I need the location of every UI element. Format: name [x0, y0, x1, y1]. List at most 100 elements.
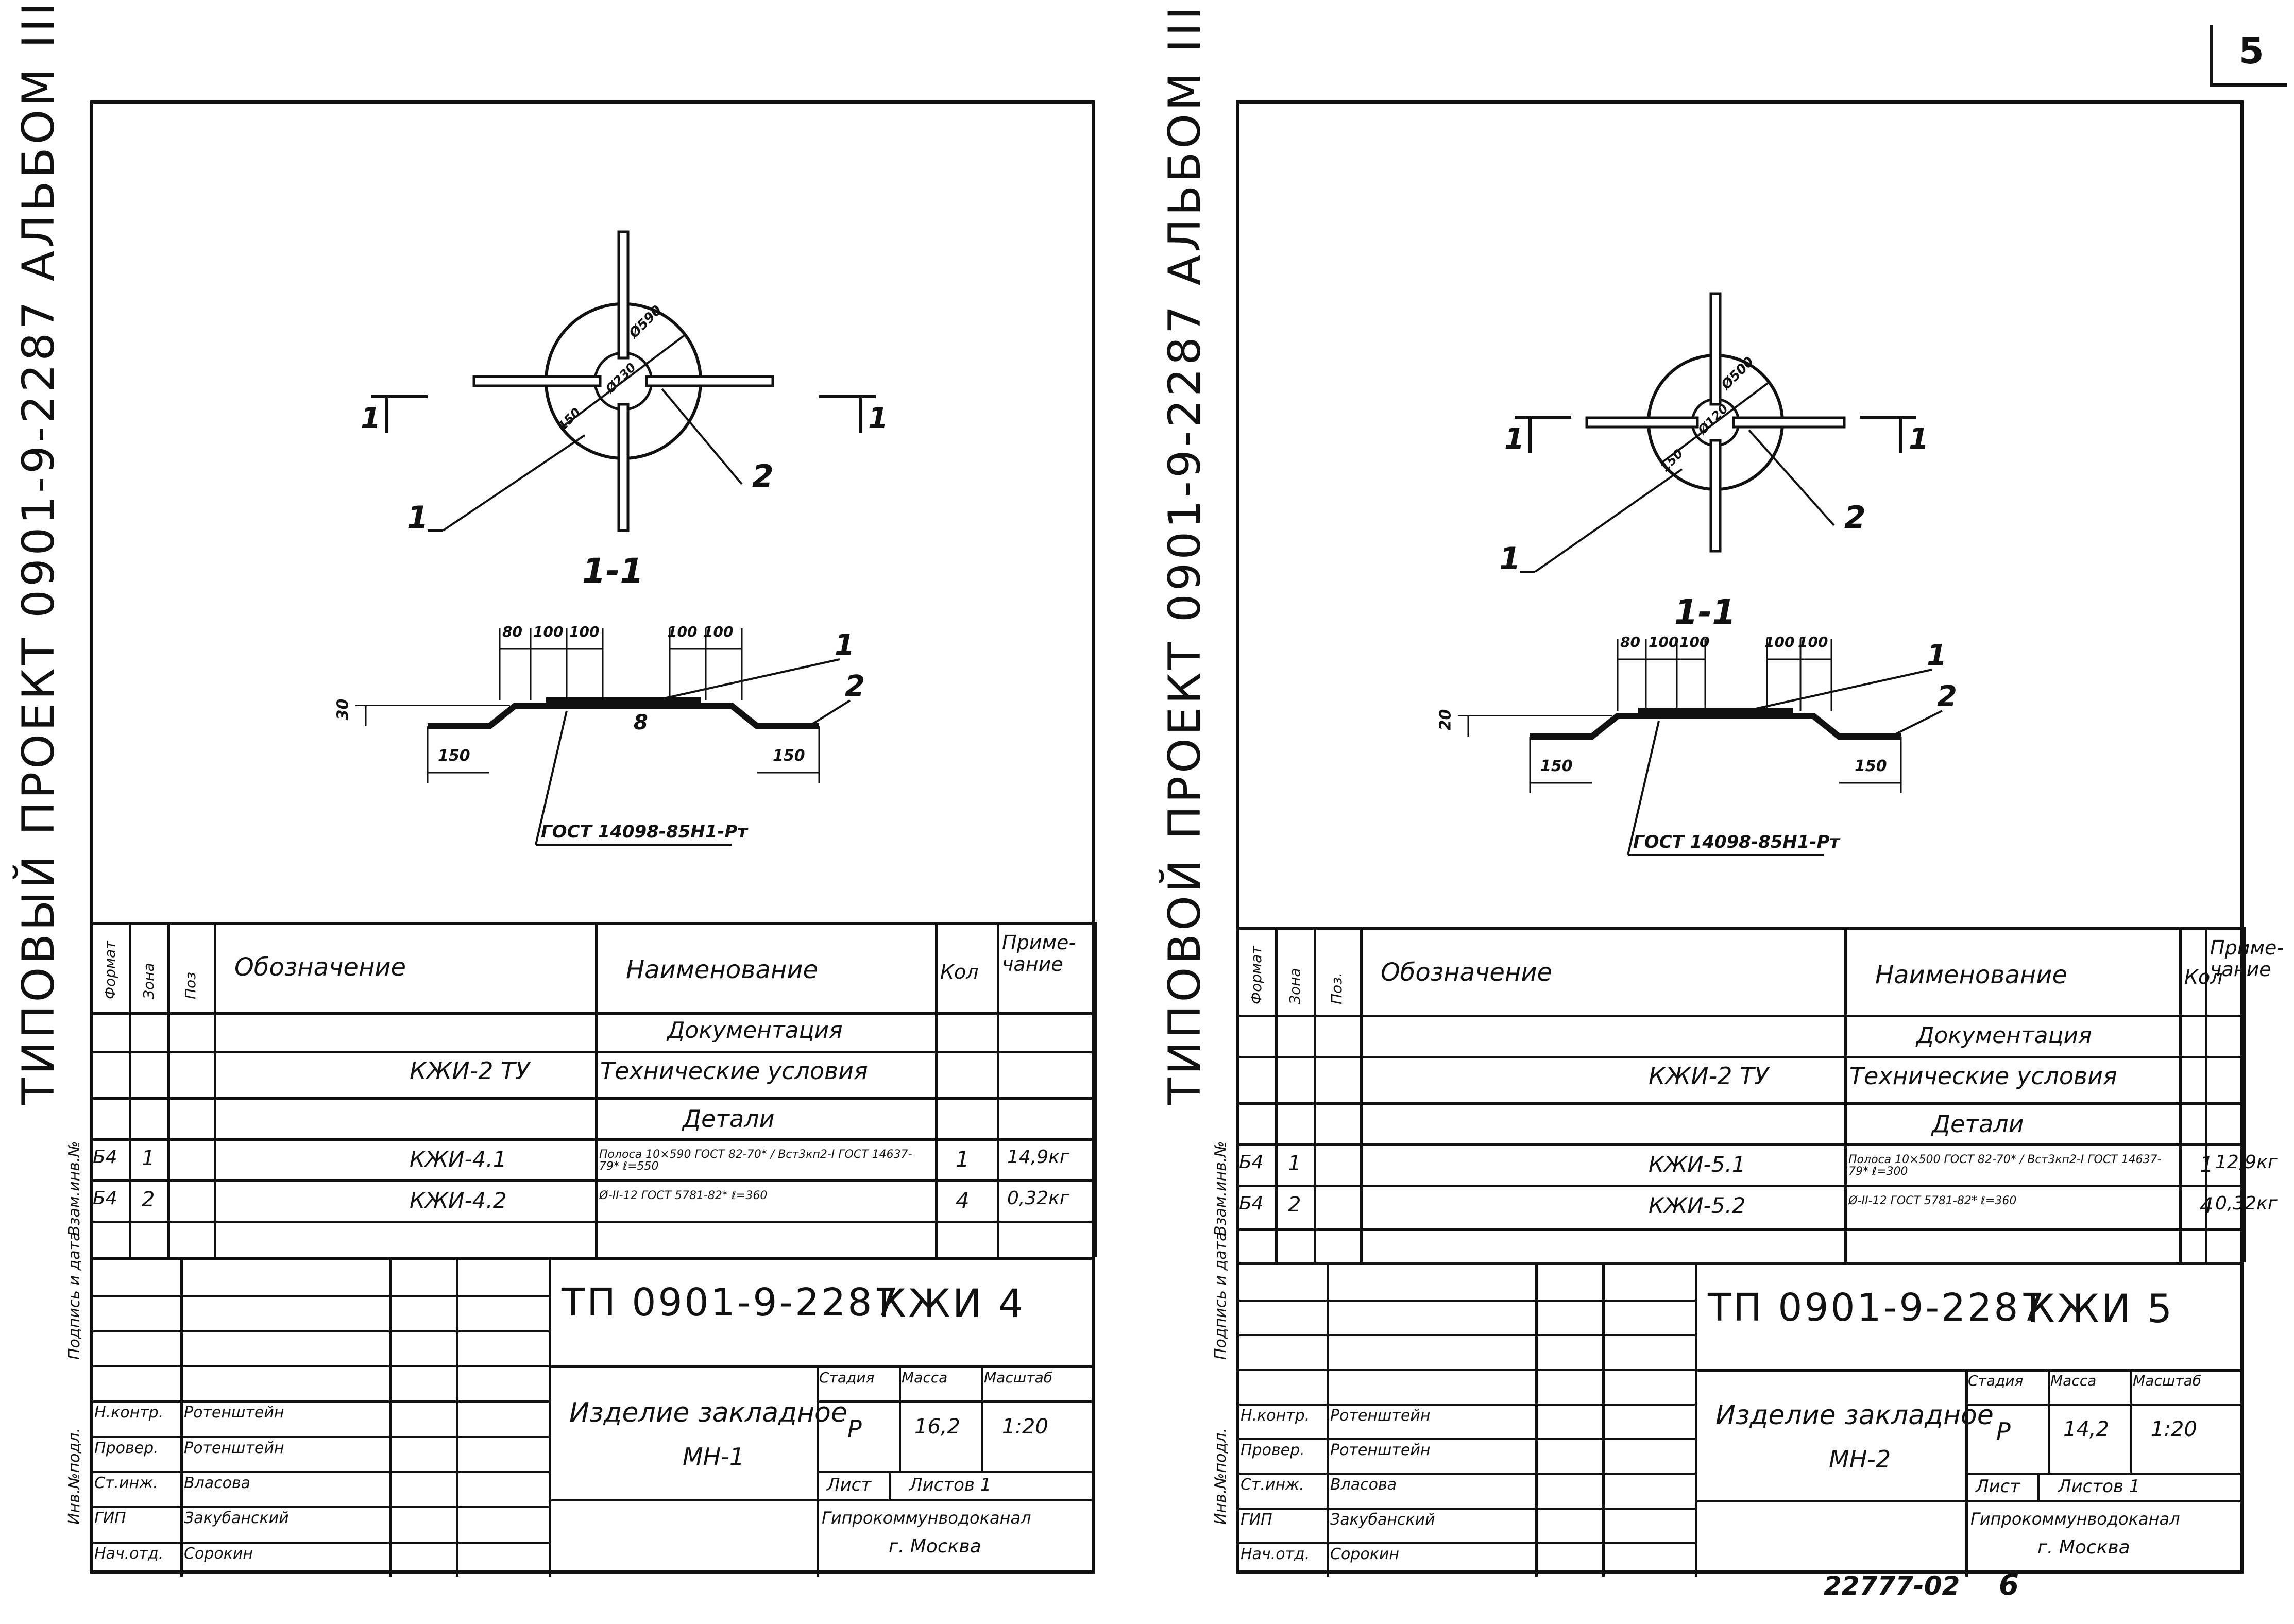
- dim-height: 20: [1436, 709, 1455, 731]
- section-doc: Документация: [1916, 1022, 2092, 1049]
- stage-value: Р: [1996, 1417, 2011, 1445]
- side-title: ТИПОВОЙ ПРОЕКТ 0901-9-2287 АЛЬБОМ III: [1159, 4, 1211, 1105]
- sheet-frame: [90, 100, 1095, 1574]
- leader-1: [442, 434, 586, 532]
- gost-weld: ГОСТ 14098-85Н1-Рт: [541, 822, 748, 842]
- table-rule: [1236, 1143, 2244, 1146]
- dim-top-1: 100: [533, 623, 564, 640]
- table-col-rule: [129, 922, 131, 1257]
- diameter-dim-line: [1661, 381, 1770, 464]
- dim-top-2: 100: [569, 623, 600, 640]
- stamp-role: Провер.: [1241, 1441, 1305, 1459]
- stamp-role: Ст.инж.: [1241, 1476, 1304, 1494]
- callout-2: 2: [752, 458, 774, 494]
- row-name: Полоса 10×590 ГОСТ 82-70* / Вст3кп2-I ГО…: [599, 1148, 912, 1173]
- title-line2: МН-2: [1829, 1445, 1891, 1473]
- stamp-row-rule: [1236, 1542, 1695, 1544]
- sheet-label: Лист: [1976, 1476, 2020, 1497]
- scale-label: Масштаб: [984, 1369, 1053, 1386]
- stamp-role: Н.контр.: [94, 1404, 164, 1422]
- anchor-bar-top: [617, 230, 630, 360]
- stamp-rule: [981, 1365, 983, 1471]
- margin-label: Подпись и дата: [1212, 1232, 1230, 1360]
- table-rule: [1236, 1102, 2244, 1105]
- anchor-bar-left: [472, 375, 602, 387]
- header-zone: Зона: [1286, 968, 1303, 1004]
- header-name: Наименование: [626, 955, 819, 984]
- org-line2: г. Москва: [2037, 1537, 2130, 1558]
- row-name: Ø-II-12 ГОСТ 5781-82* ℓ=360: [599, 1189, 768, 1202]
- stamp-name: Сорокин: [1330, 1545, 1399, 1563]
- leader-2: [1748, 429, 1835, 526]
- stamp-row-rule: [90, 1295, 549, 1297]
- stamp-rule: [817, 1400, 1095, 1403]
- row-designation: КЖИ-5.1: [1649, 1152, 1746, 1177]
- table-rule: [1236, 1228, 2244, 1231]
- stamp-rule: [1695, 1500, 1965, 1502]
- bottom-code: 22777-02: [1824, 1571, 1960, 1601]
- section-leader-2: [808, 699, 851, 727]
- side-title: ТИПОВЫЙ ПРОЕКТ 0901-9-2287 АЛЬБОМ III: [13, 0, 64, 1105]
- section-callout-1: 1: [835, 628, 855, 662]
- doc-code: ТП 0901-9-2287: [562, 1280, 900, 1325]
- section-label: 1-1: [1674, 592, 1736, 632]
- stamp-name: Ротенштейн: [1330, 1441, 1431, 1459]
- table-rule: [90, 1097, 1095, 1100]
- org-line1: Гипрокоммунводоканал: [1970, 1509, 2180, 1529]
- mass-value: 14,2: [2063, 1417, 2110, 1441]
- row-format: Б4: [93, 1147, 117, 1168]
- dim-bottom-right: 150: [773, 747, 805, 765]
- weld-leader: [1627, 721, 1660, 856]
- row-format: Б4: [93, 1188, 117, 1209]
- row-qty: 1: [956, 1147, 970, 1172]
- leader-1: [1534, 468, 1683, 573]
- anchor-bar-bottom: [617, 403, 630, 532]
- dim-top-2: 100: [1679, 634, 1710, 651]
- table-rule: [90, 922, 1095, 925]
- row-pos: 2: [1288, 1193, 1301, 1217]
- dim-top-1: 100: [1649, 634, 1679, 651]
- stamp-col-rule: [1695, 1265, 1697, 1577]
- sheet-label: Лист: [827, 1475, 872, 1495]
- table-rule: [90, 1012, 1095, 1015]
- weld-mark: 8: [634, 711, 648, 734]
- mass-label: Масса: [902, 1369, 948, 1386]
- header-designation: Обозначение: [234, 953, 406, 982]
- dim-bottom-left: 150: [438, 747, 470, 765]
- table-col-rule: [2205, 927, 2207, 1262]
- table-col-rule: [2179, 927, 2182, 1262]
- dim-top-3: 100: [1764, 634, 1795, 651]
- stamp-name: Ротенштейн: [184, 1439, 284, 1457]
- drawing-sheet-right: ТИПОВОЙ ПРОЕКТ 0901-9-2287 АЛЬБОМ III Вза…: [1133, 0, 2294, 1624]
- stamp-col-rule: [456, 1260, 458, 1577]
- row-note: 0,32кг: [1007, 1188, 1069, 1209]
- cut-mark-left: 1: [361, 402, 381, 435]
- row-name: Полоса 10×500 ГОСТ 82-70* / Вст3кп2-I ГО…: [1848, 1153, 2162, 1178]
- stamp-role: ГИП: [1241, 1511, 1272, 1529]
- plan-drawing: [1458, 292, 1943, 856]
- table-rule: [90, 1138, 1095, 1141]
- table-rule: [90, 1179, 1095, 1182]
- stamp-name: Ротенштейн: [1330, 1407, 1431, 1425]
- row-note: 14,9кг: [1007, 1147, 1069, 1168]
- table-rule: [1236, 1056, 2244, 1058]
- stamp-role: Ст.инж.: [94, 1474, 158, 1492]
- corner-number-box: 5: [2210, 25, 2287, 87]
- row-pos: 2: [142, 1188, 155, 1211]
- diameter-dim-line: [560, 334, 686, 429]
- stamp-name: Ротенштейн: [184, 1404, 284, 1422]
- dim-bottom-left: 150: [1540, 757, 1573, 775]
- dim-top-4: 100: [703, 623, 734, 640]
- margin-label: Инв.№подл.: [65, 1428, 83, 1525]
- stamp-rule: [1965, 1473, 2244, 1475]
- stamp-rule: [2130, 1369, 2132, 1473]
- stamp-rule: [1965, 1404, 2244, 1406]
- stamp-role: ГИП: [94, 1509, 126, 1527]
- section-callout-2: 2: [1937, 680, 1957, 713]
- header-note: Приме-чание: [1002, 931, 1076, 976]
- stamp-row-rule: [1236, 1369, 1695, 1371]
- stage-value: Р: [847, 1415, 862, 1443]
- table-col-rule: [1314, 927, 1316, 1262]
- margin-label: Взам.инв.№: [1212, 1141, 1230, 1236]
- table-rule: [1236, 927, 2244, 930]
